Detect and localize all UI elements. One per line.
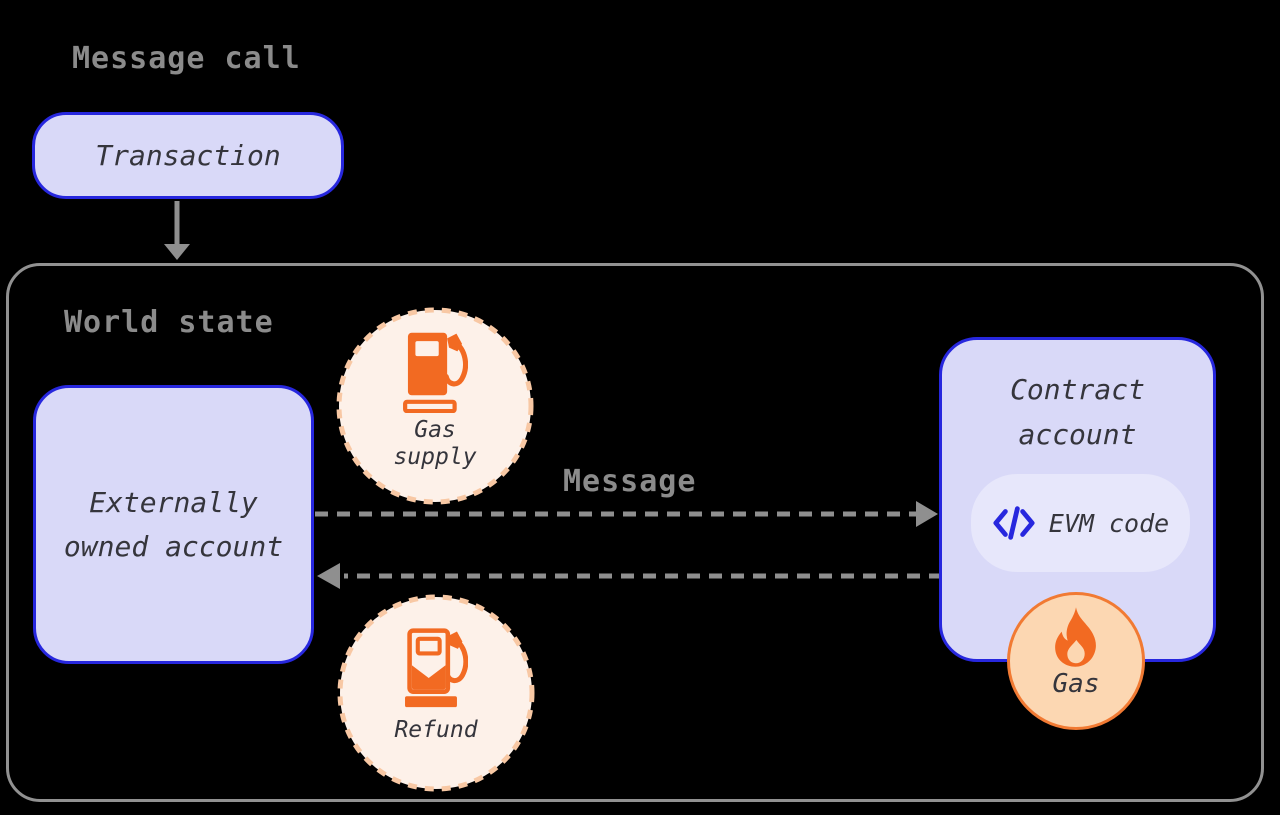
message-label: Message (563, 464, 697, 499)
gas-supply-node: Gas supply (335, 306, 535, 506)
contract-label-line2: account (1018, 418, 1137, 451)
eoa-label-line1: Externally (89, 485, 258, 519)
transaction-node: Transaction (32, 112, 344, 199)
dashed-ring (336, 307, 534, 505)
world-state-label: World state (64, 305, 274, 340)
message-call-title: Message call (72, 41, 301, 76)
contract-label-line1: Contract (1010, 373, 1145, 406)
evm-code-label: EVM code (1048, 508, 1170, 538)
gas-badge: Gas (1007, 592, 1145, 730)
evm-code-badge: EVM code (971, 474, 1190, 572)
refund-label: Refund (394, 717, 478, 743)
down-arrow-icon (164, 201, 190, 260)
refund-node: Refund (336, 593, 536, 793)
eoa-node: Externally owned account (33, 385, 314, 664)
message-arrow (315, 501, 938, 527)
gas-supply-label-line1: Gas (414, 417, 456, 443)
world-state-container (6, 263, 1264, 802)
gas-pump-refund-icon (405, 628, 468, 708)
flame-icon (1055, 607, 1096, 667)
gas-supply-label-line2: supply (393, 444, 477, 470)
transaction-label: Transaction (95, 138, 281, 172)
gas-label: Gas (1052, 669, 1100, 699)
return-arrow (317, 563, 942, 589)
code-icon (993, 506, 1035, 540)
gas-pump-icon (403, 332, 468, 413)
eoa-label-line2: owned account (63, 529, 284, 563)
